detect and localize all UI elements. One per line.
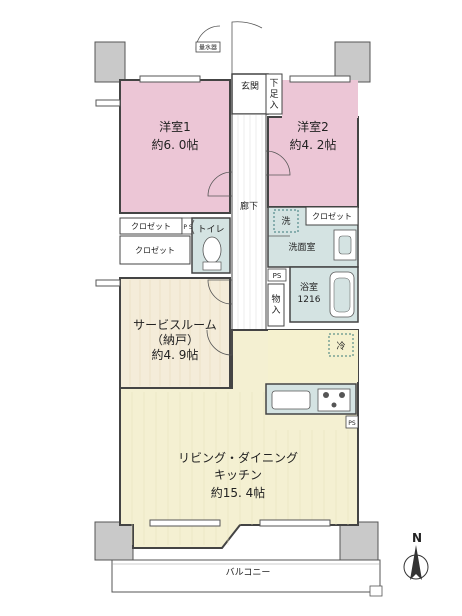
- stove: [317, 388, 351, 412]
- shoe-storage: [265, 73, 283, 115]
- kitchen-floor: [268, 330, 358, 382]
- washing-machine-spot: [273, 209, 299, 233]
- service-name: サービスルーム: [133, 318, 217, 332]
- north-arrow-icon: [410, 545, 422, 580]
- room-western2: [267, 116, 359, 208]
- shoe-storage-label-1: 下: [269, 79, 278, 89]
- room-service: [119, 277, 231, 389]
- balcony-label: バルコニー: [226, 567, 271, 578]
- toilet-label: トイレ: [197, 225, 224, 235]
- western2-size: 約4. 2帖: [290, 137, 337, 152]
- ldk-name: リビング・ダイニング: [178, 450, 298, 465]
- bath-size: 1216: [298, 295, 321, 305]
- meter-box-label: 量水器: [199, 44, 217, 52]
- ps-kitchen-label: PS: [348, 420, 356, 427]
- washroom-label: 洗面室: [288, 241, 315, 253]
- north-compass: N: [403, 531, 429, 580]
- hallway-flooring: [237, 115, 263, 330]
- ps-small-label: P S: [183, 224, 193, 231]
- entrance-label: 玄関: [241, 80, 259, 92]
- ldk-size: 約15. 4帖: [211, 485, 266, 500]
- doors: [191, 21, 291, 356]
- western1-name: 洋室1: [159, 119, 191, 134]
- service-flooring: [129, 280, 221, 386]
- closet2-label: クロゼット: [312, 211, 352, 221]
- ps-box-kitchen: [345, 415, 359, 429]
- wash-machine-label: 洗: [281, 215, 290, 227]
- room-western1: [119, 79, 231, 214]
- service-size: 約4. 9帖: [152, 347, 199, 362]
- north-label: N: [412, 531, 422, 545]
- ps-bath-label: PS: [273, 272, 282, 280]
- balcony: [111, 559, 383, 597]
- meter-box: [195, 41, 221, 53]
- shoe-storage-label-2: 足: [269, 89, 278, 100]
- windows: [95, 75, 351, 527]
- storage-label-1: 物: [271, 293, 280, 305]
- shoe-storage-label-3: 入: [269, 100, 278, 111]
- ldk-sub: キッチン: [214, 468, 262, 482]
- closet-1b: [119, 235, 191, 265]
- bath-name: 浴室: [300, 281, 318, 293]
- entrance-area: [231, 73, 269, 115]
- storage: [267, 283, 285, 327]
- hallway: [231, 113, 267, 335]
- exterior-walls: [94, 41, 379, 561]
- service-sub: （納戸）: [151, 333, 199, 347]
- closet1a-label: クロゼット: [131, 221, 171, 231]
- closet1b-label: クロゼット: [135, 245, 175, 255]
- storage-label-2: 入: [271, 305, 280, 316]
- hallway-label: 廊下: [240, 200, 258, 212]
- western2-name: 洋室2: [297, 119, 329, 134]
- fridge-label: 冷: [336, 340, 345, 352]
- western1-size: 約6. 0帖: [152, 137, 199, 152]
- ps-box-bath: [267, 268, 287, 282]
- fridge-spot: [328, 333, 354, 357]
- kitchen-sink: [271, 390, 311, 410]
